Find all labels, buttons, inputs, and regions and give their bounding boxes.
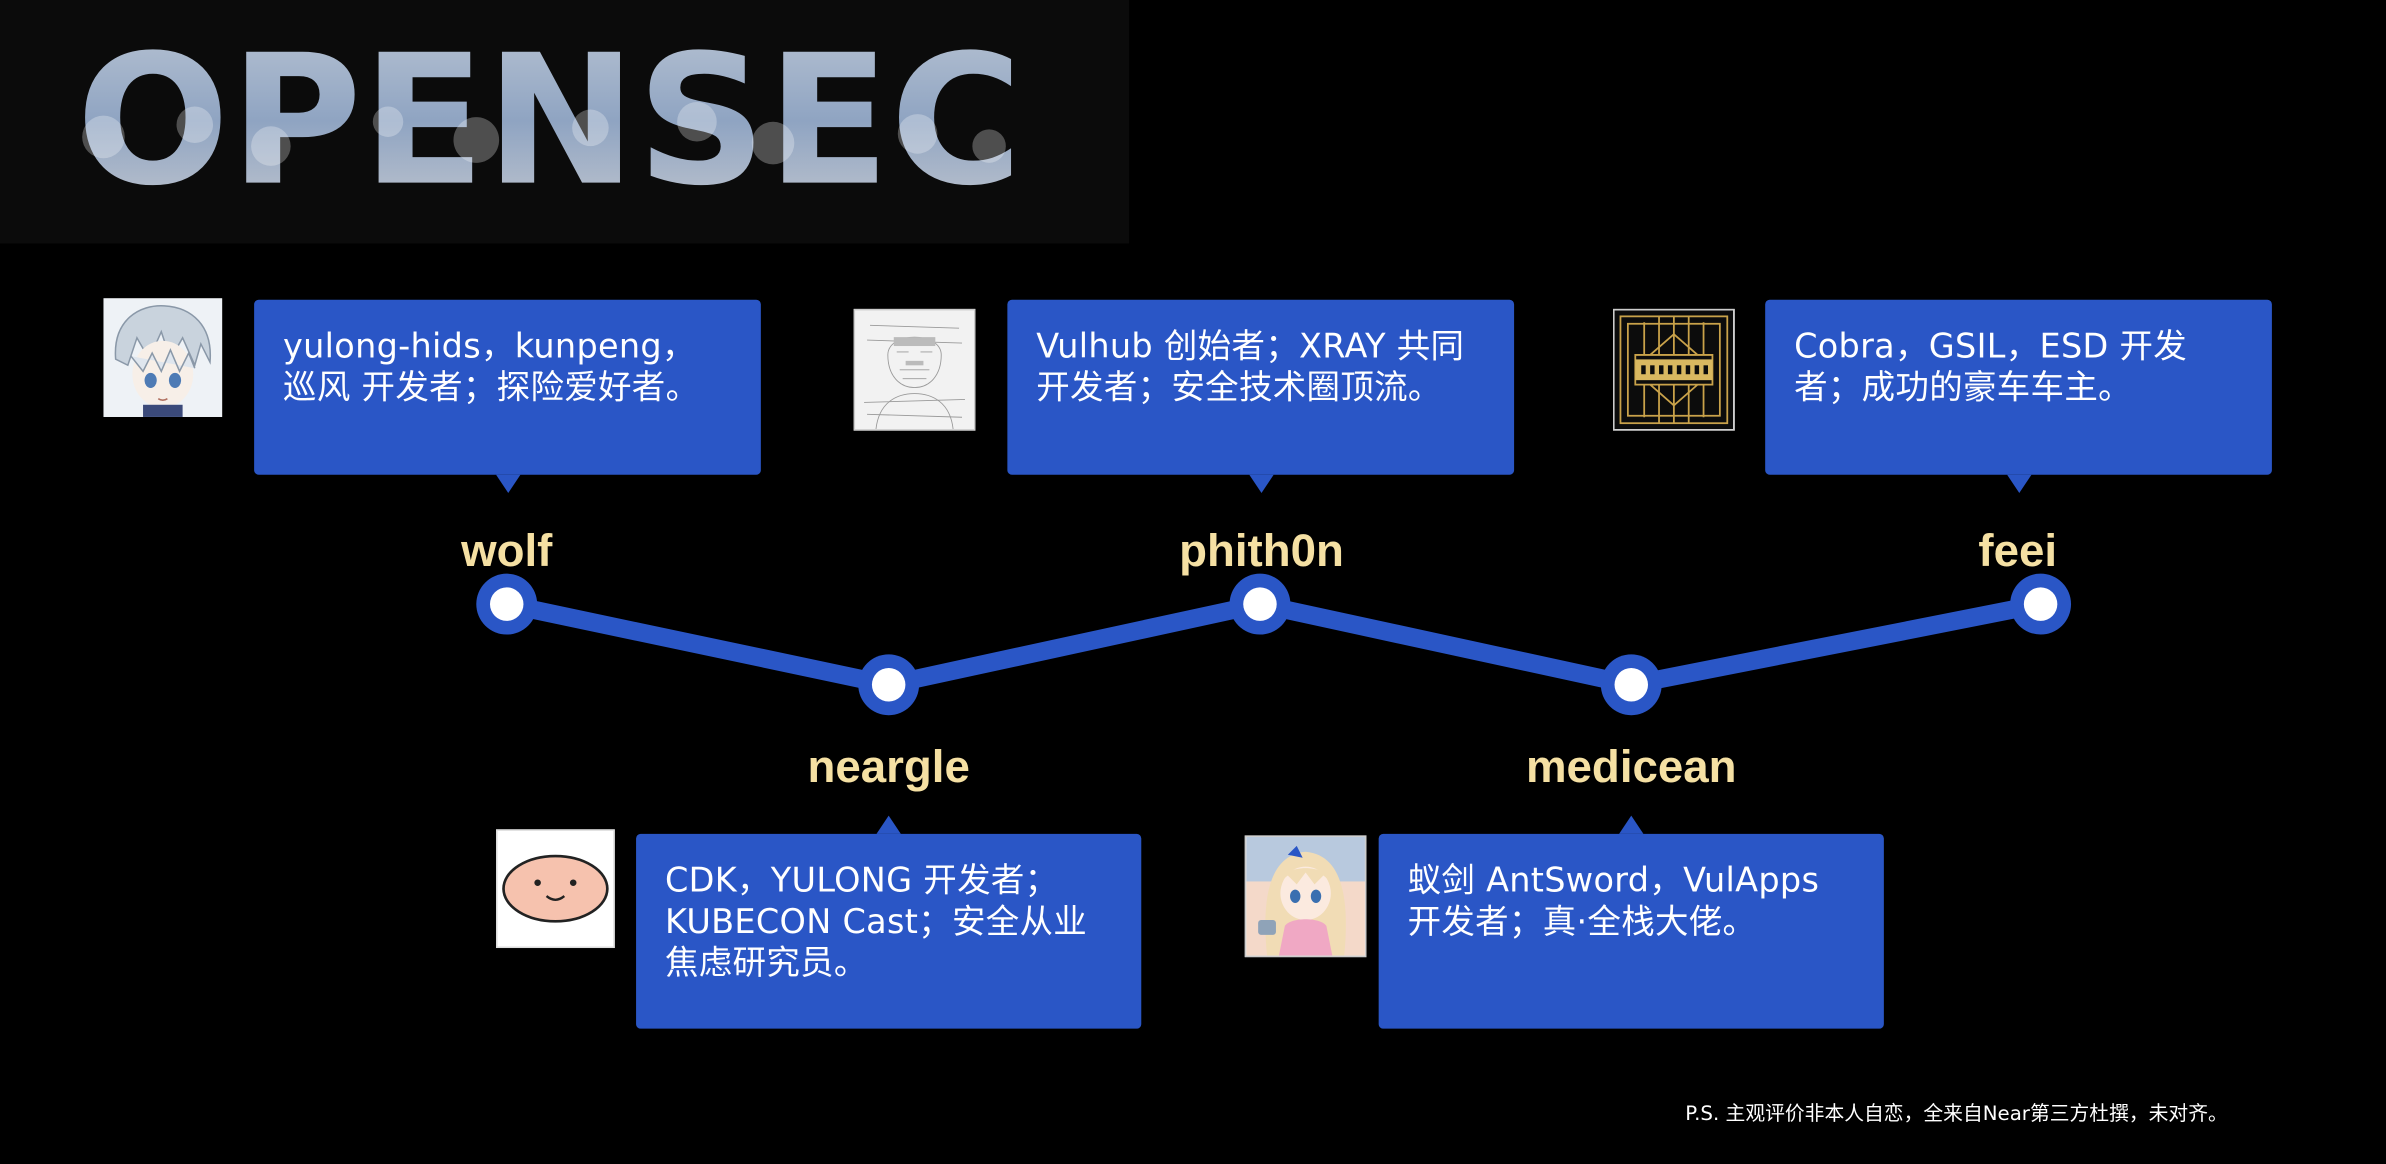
member-name-wolf: wolf <box>461 526 553 577</box>
member-name-feei: feei <box>1978 526 2058 577</box>
footnote: P.S. 主观评价非本人自恋，全来自Near第三方杜撰，未对齐。 <box>1685 1103 2228 1127</box>
bio-card-neargle: CDK，YULONG 开发者； KUBECON Cast；安全从业 焦虑研究员。 <box>636 815 1142 1029</box>
bio-card-phith0n: Vulhub 创始者；XRAY 共同 开发者；安全技术圈顶流。 <box>1007 299 1515 494</box>
bio-card-wolf: yulong-hids，kunpeng， 巡风 开发者；探险爱好者。 <box>254 299 761 494</box>
bio-card-feei: Cobra，GSIL，ESD 开发 者；成功的豪车车主。 <box>1765 299 2272 494</box>
timeline-node <box>2010 573 2072 635</box>
gatsby-art-deco-avatar-icon <box>1614 310 1734 430</box>
timeline-node <box>1600 654 1662 716</box>
sketch-portrait-avatar-icon <box>855 310 974 430</box>
anime-boy-avatar-icon <box>103 298 223 417</box>
timeline-node <box>858 654 920 716</box>
avatar-feei <box>1613 308 1735 431</box>
bio-card-medicean: 蚁剑 AntSword，VulApps 开发者；真·全栈大佬。 <box>1378 815 1884 1029</box>
avatar-wolf <box>103 298 223 417</box>
timeline-line <box>504 594 2043 694</box>
logo-panel: OPENSEC <box>0 0 1130 244</box>
timeline-node <box>476 573 538 635</box>
opensec-logo: OPENSEC <box>76 17 1022 226</box>
avatar-phith0n <box>853 308 976 431</box>
cartoon-face-avatar-icon <box>497 830 614 947</box>
member-name-medicean: medicean <box>1525 742 1737 793</box>
member-name-phith0n: phith0n <box>1179 526 1344 577</box>
avatar-medicean <box>1244 835 1367 958</box>
member-name-neargle: neargle <box>807 742 970 793</box>
logo-text: OPENSEC <box>76 17 1022 226</box>
avatar-neargle <box>496 829 615 949</box>
timeline-node <box>1229 573 1291 635</box>
anime-girl-avatar-icon <box>1246 836 1365 956</box>
logo-bubbles-decoration <box>82 101 1006 166</box>
